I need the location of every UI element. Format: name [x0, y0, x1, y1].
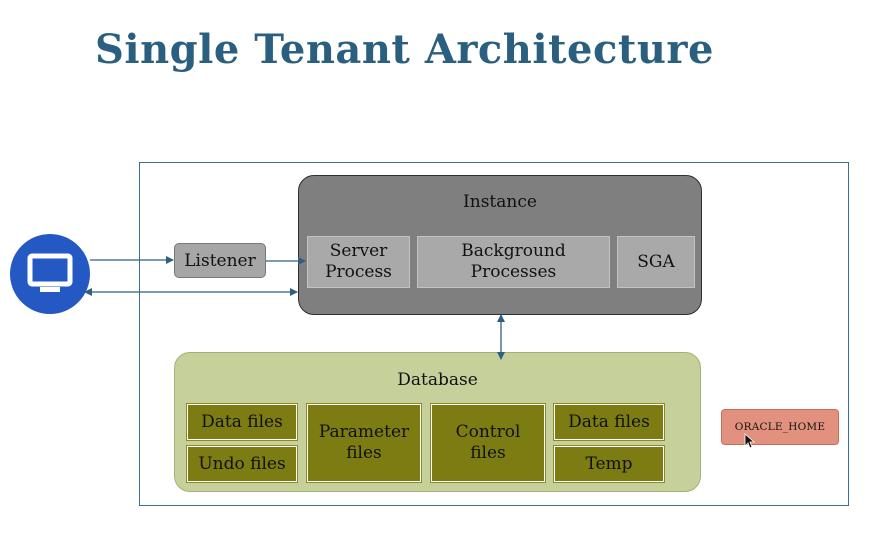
listener-box[interactable]: Listener — [174, 243, 266, 278]
data-files-box[interactable]: Data files — [187, 404, 297, 440]
sga-box[interactable]: SGA — [617, 236, 695, 288]
temp-box[interactable]: Temp — [554, 446, 664, 482]
instance-label: Instance — [463, 192, 537, 212]
client-computer[interactable] — [10, 234, 90, 314]
database-label: Database — [397, 370, 478, 390]
undo-files-box[interactable]: Undo files — [187, 446, 297, 482]
server-frame — [139, 162, 849, 506]
data-files-box-2[interactable]: Data files — [554, 404, 664, 440]
monitor-icon — [27, 253, 73, 292]
page-title: Single Tenant Architecture — [95, 26, 714, 73]
mouse-cursor-icon — [744, 433, 756, 449]
oracle-home-box[interactable]: ORACLE_HOME — [721, 409, 839, 445]
